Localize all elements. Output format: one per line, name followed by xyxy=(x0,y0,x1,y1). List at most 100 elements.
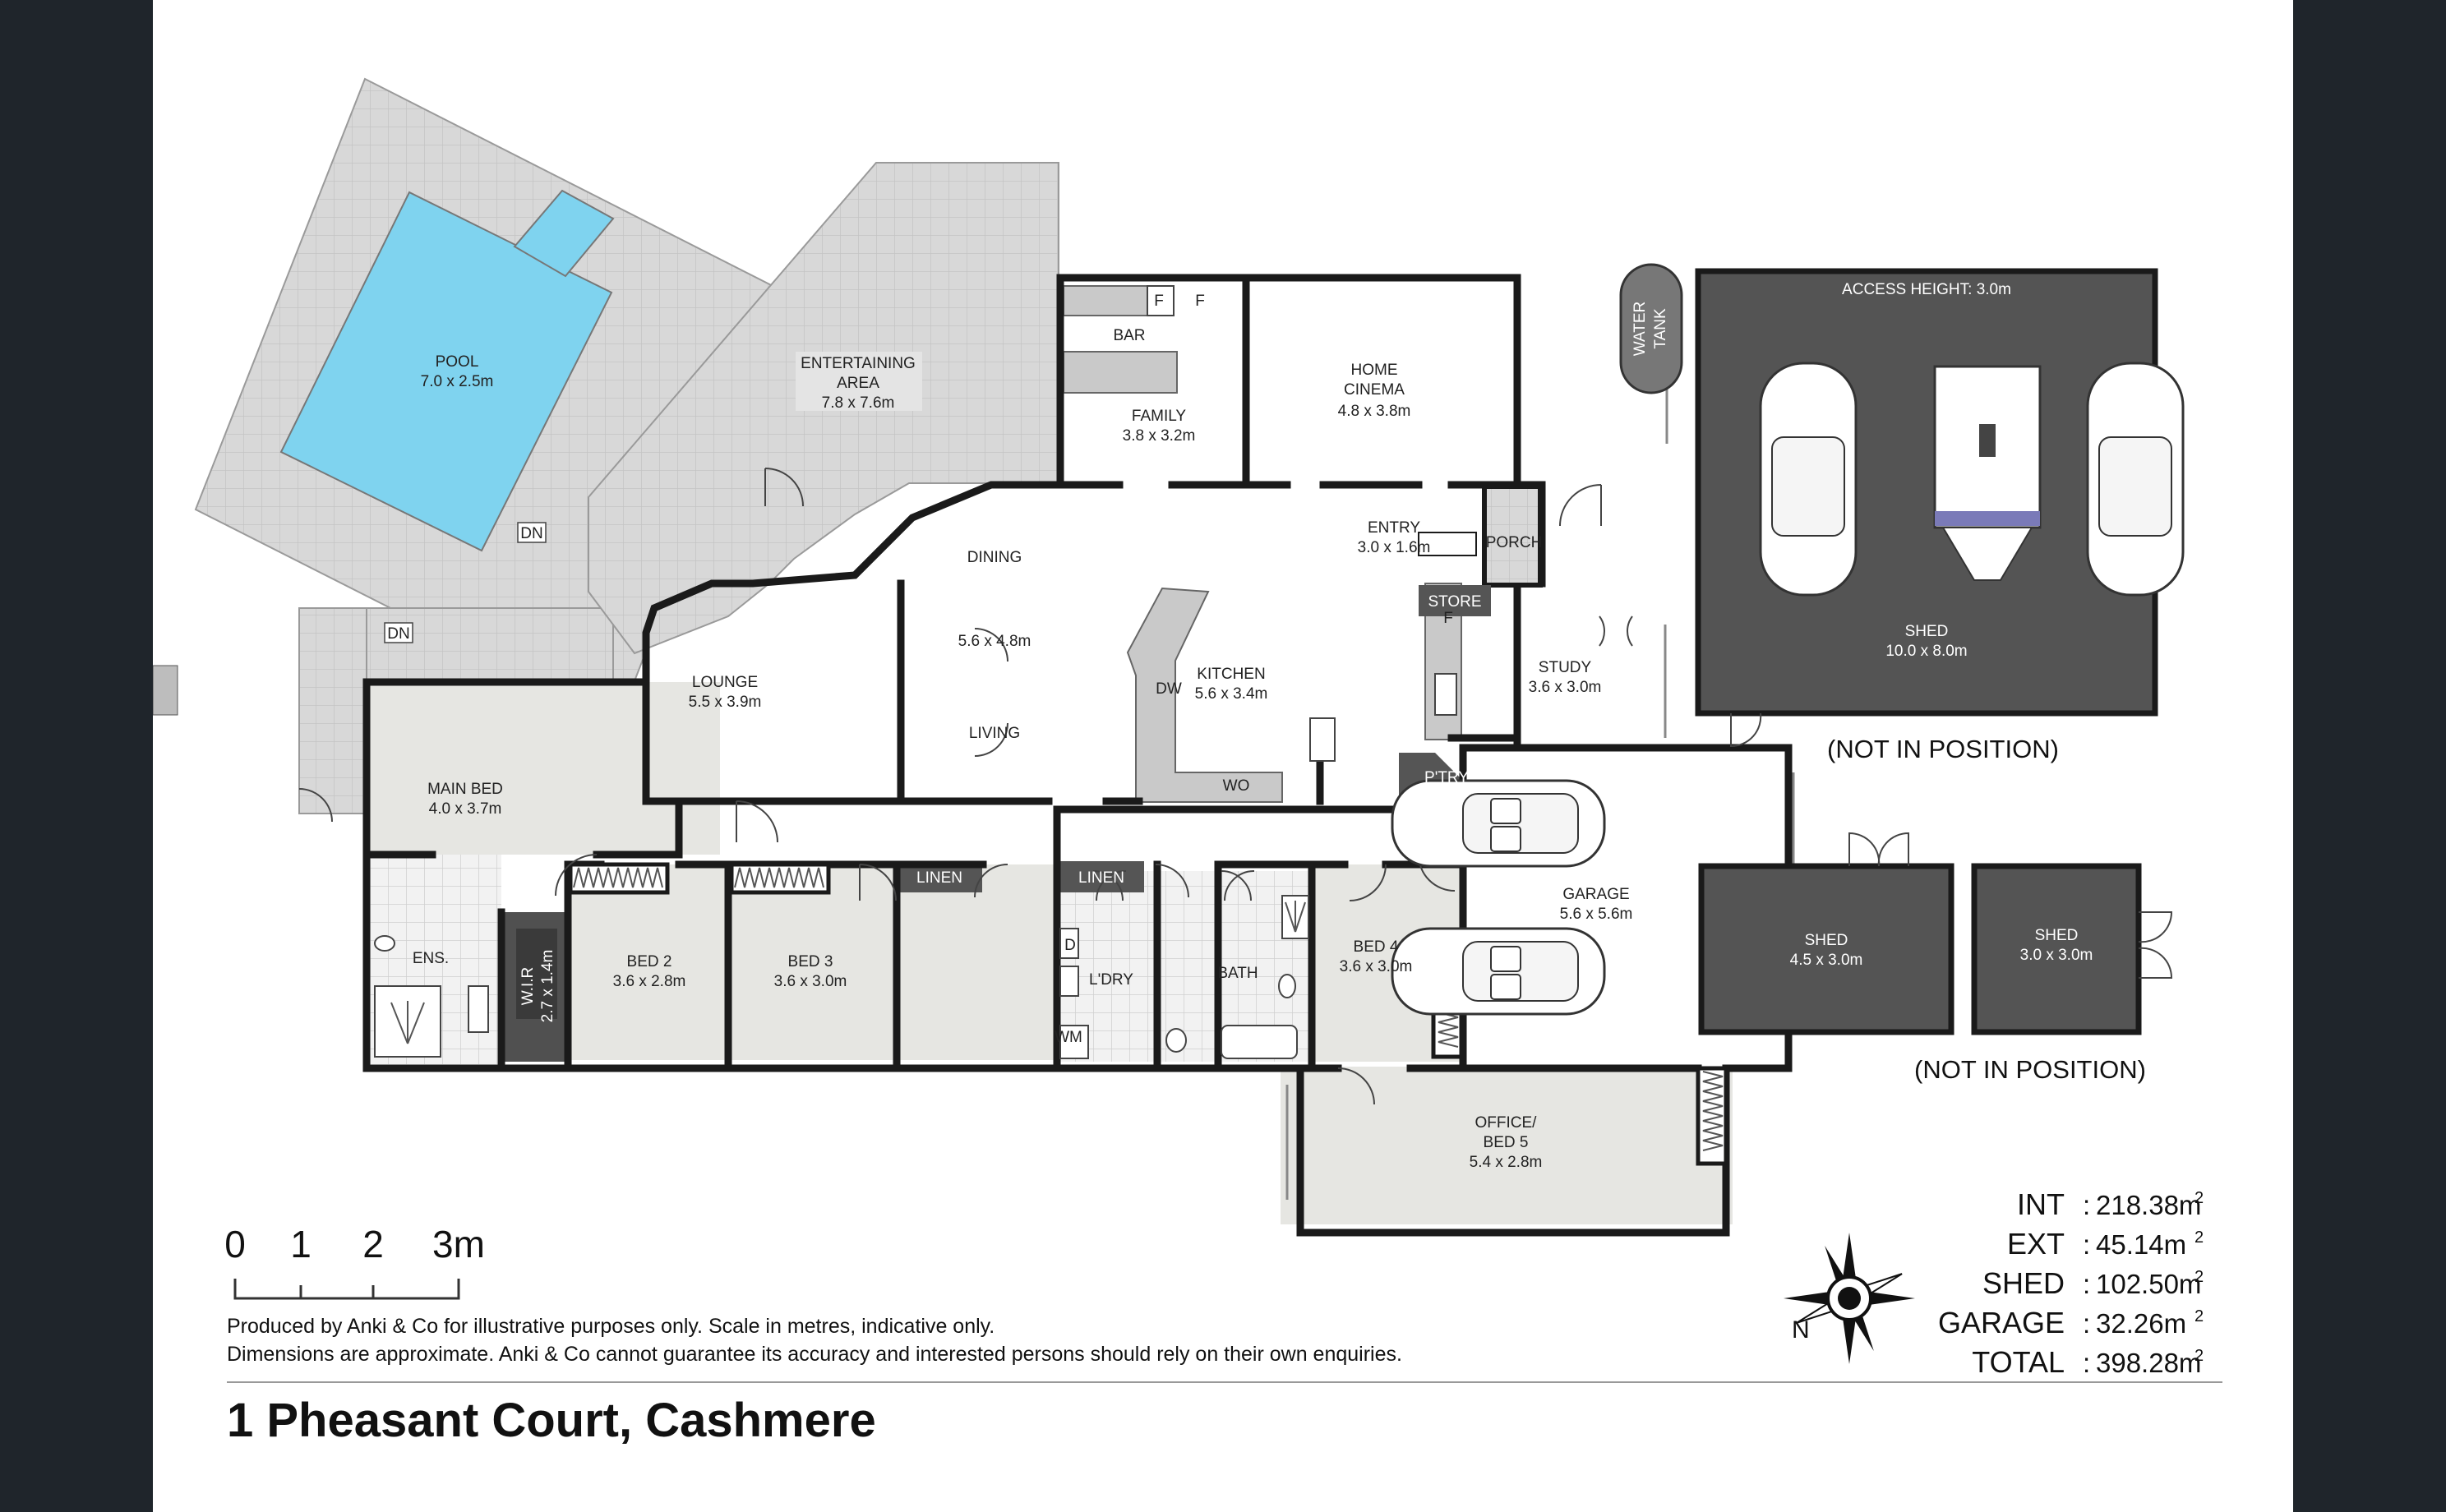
area-int-value: 218.38m xyxy=(2096,1190,2201,1220)
not-in-position-label-1: (NOT IN POSITION) xyxy=(1827,735,2059,763)
fridge-label: F xyxy=(1154,293,1164,310)
scale-label-2: 2 xyxy=(362,1223,384,1265)
kitchen-fridge-label: F xyxy=(1443,610,1453,627)
family-dim: 3.8 x 3.2m xyxy=(1123,427,1196,445)
lounge-dim: 5.5 x 3.9m xyxy=(689,694,762,711)
family-label: FAMILY xyxy=(1132,408,1186,425)
floorplan-sheet: WATER TANK POOL 7.0 x 2.5m ENTER xyxy=(153,0,2293,1512)
study-label: STUDY xyxy=(1539,659,1592,676)
scale-label-0: 0 xyxy=(224,1223,246,1265)
bar-label: BAR xyxy=(1113,327,1145,344)
area-total-sep: : xyxy=(2083,1348,2090,1378)
water-tank: WATER TANK xyxy=(1619,263,1683,394)
wir-label: W.I.R xyxy=(519,967,537,1005)
garage-label: GARAGE xyxy=(1562,886,1629,903)
study-dim: 3.6 x 3.0m xyxy=(1529,679,1602,696)
bed4-label: BED 4 xyxy=(1354,938,1399,956)
dryer-label: D xyxy=(1064,937,1076,954)
bar-benches xyxy=(1063,285,1178,394)
bed3-dim: 3.6 x 3.0m xyxy=(774,973,847,990)
area-ext-label: EXT xyxy=(2007,1227,2065,1261)
entertaining-dim: 7.8 x 7.6m xyxy=(822,394,895,412)
area-int-sup: 2 xyxy=(2194,1189,2204,1207)
fridge-label-2: F xyxy=(1195,293,1205,310)
pool xyxy=(279,189,615,552)
pool-label: POOL xyxy=(436,353,479,371)
bed3-label: BED 3 xyxy=(788,953,833,970)
lounge-label: LOUNGE xyxy=(692,674,758,691)
area-ext-value: 45.14m xyxy=(2096,1229,2186,1260)
bed2-dim: 3.6 x 2.8m xyxy=(613,973,686,990)
bathroom-fixtures xyxy=(374,673,1457,1059)
laundry-label: L'DRY xyxy=(1089,971,1133,989)
area-shed-sup: 2 xyxy=(2194,1268,2204,1286)
main-bed-label: MAIN BED xyxy=(427,781,503,798)
bed4-dim: 3.6 x 3.0m xyxy=(1340,958,1413,975)
water-tank-label-2: TANK xyxy=(1652,308,1669,349)
area-garage-sup: 2 xyxy=(2194,1307,2204,1325)
small-sheds xyxy=(1698,832,2173,1035)
disclaimer-line-2: Dimensions are approximate. Anki & Co ca… xyxy=(227,1343,1402,1366)
area-garage-value: 32.26m xyxy=(2096,1308,2186,1339)
dn-label-1: DN xyxy=(520,525,542,542)
not-in-position-label-2: (NOT IN POSITION) xyxy=(1914,1055,2146,1084)
main-bed-dim: 4.0 x 3.7m xyxy=(429,800,502,818)
area-shed-value: 102.50m xyxy=(2096,1269,2201,1299)
living-label: LIVING xyxy=(969,725,1020,742)
shed-a-dim: 4.5 x 3.0m xyxy=(1790,952,1863,969)
cinema-label: HOME xyxy=(1351,362,1398,379)
shed-b-dim: 3.0 x 3.0m xyxy=(2020,947,2093,964)
footer: Produced by Anki & Co for illustrative p… xyxy=(227,1315,2222,1447)
area-ext-sep: : xyxy=(2083,1229,2090,1260)
scale-bar: 0 1 2 3m xyxy=(224,1223,485,1300)
cinema-dim: 4.8 x 3.8m xyxy=(1338,403,1411,420)
pantry-label: P'TRY xyxy=(1424,769,1469,786)
shed-access-height: ACCESS HEIGHT: 3.0m xyxy=(1842,281,2011,298)
kitchen-label: KITCHEN xyxy=(1197,666,1265,683)
scale-label-3: 3m xyxy=(432,1223,485,1265)
bath-label: BATH xyxy=(1217,965,1258,982)
shed-a-label: SHED xyxy=(1805,932,1848,949)
washing-machine-label: WM xyxy=(1055,1029,1082,1046)
dining-label: DINING xyxy=(967,549,1022,566)
entertaining-label-2: AREA xyxy=(837,375,879,392)
scale-label-1: 1 xyxy=(290,1223,312,1265)
porch-store xyxy=(1418,484,1543,616)
area-total-sup: 2 xyxy=(2194,1347,2204,1365)
area-garage-label: GARAGE xyxy=(1938,1306,2065,1339)
shed-big-dim: 10.0 x 8.0m xyxy=(1885,643,1967,660)
porch-label: PORCH xyxy=(1486,534,1543,551)
area-total-value: 398.28m xyxy=(2096,1348,2201,1378)
entry-dim: 3.0 x 1.6m xyxy=(1358,539,1431,556)
water-tank-label: WATER xyxy=(1631,302,1649,357)
area-total-label: TOTAL xyxy=(1972,1345,2065,1379)
shed-big-label: SHED xyxy=(1905,623,1949,640)
area-int-label: INT xyxy=(2017,1187,2065,1221)
linen-label-2: LINEN xyxy=(1078,869,1124,887)
compass-north-label: N xyxy=(1792,1316,1810,1344)
entertaining-label: ENTERTAINING xyxy=(801,355,916,372)
shed-b-label: SHED xyxy=(2035,927,2079,944)
door-swings xyxy=(298,468,1633,1105)
dining-dim: 5.6 x 4.8m xyxy=(958,633,1031,650)
dishwasher-label: DW xyxy=(1156,680,1182,698)
ensuite-label: ENS. xyxy=(413,950,449,967)
bed2-label: BED 2 xyxy=(627,953,672,970)
area-summary: INT : 218.38m 2 EXT : 45.14m 2 SHED : 10… xyxy=(1938,1187,2204,1379)
compass-rose: N xyxy=(1784,1233,1915,1364)
cinema-label-2: CINEMA xyxy=(1344,381,1405,399)
kitchen-dim: 5.6 x 3.4m xyxy=(1195,685,1268,703)
property-title: 1 Pheasant Court, Cashmere xyxy=(227,1394,876,1447)
area-ext-sup: 2 xyxy=(2194,1228,2204,1247)
wall-oven-label: WO xyxy=(1223,777,1250,795)
wir-area xyxy=(501,912,569,1062)
office-label: OFFICE/ xyxy=(1475,1114,1538,1132)
office-dim: 5.4 x 2.8m xyxy=(1470,1154,1543,1171)
area-shed-label: SHED xyxy=(1982,1266,2065,1300)
garage-cars xyxy=(1391,779,1606,1016)
store-label: STORE xyxy=(1428,593,1481,611)
floorplan-drawing: WATER TANK POOL 7.0 x 2.5m ENTER xyxy=(153,77,2222,1447)
entry-label: ENTRY xyxy=(1368,519,1420,537)
area-shed-sep: : xyxy=(2083,1269,2090,1299)
area-int-sep: : xyxy=(2083,1190,2090,1220)
